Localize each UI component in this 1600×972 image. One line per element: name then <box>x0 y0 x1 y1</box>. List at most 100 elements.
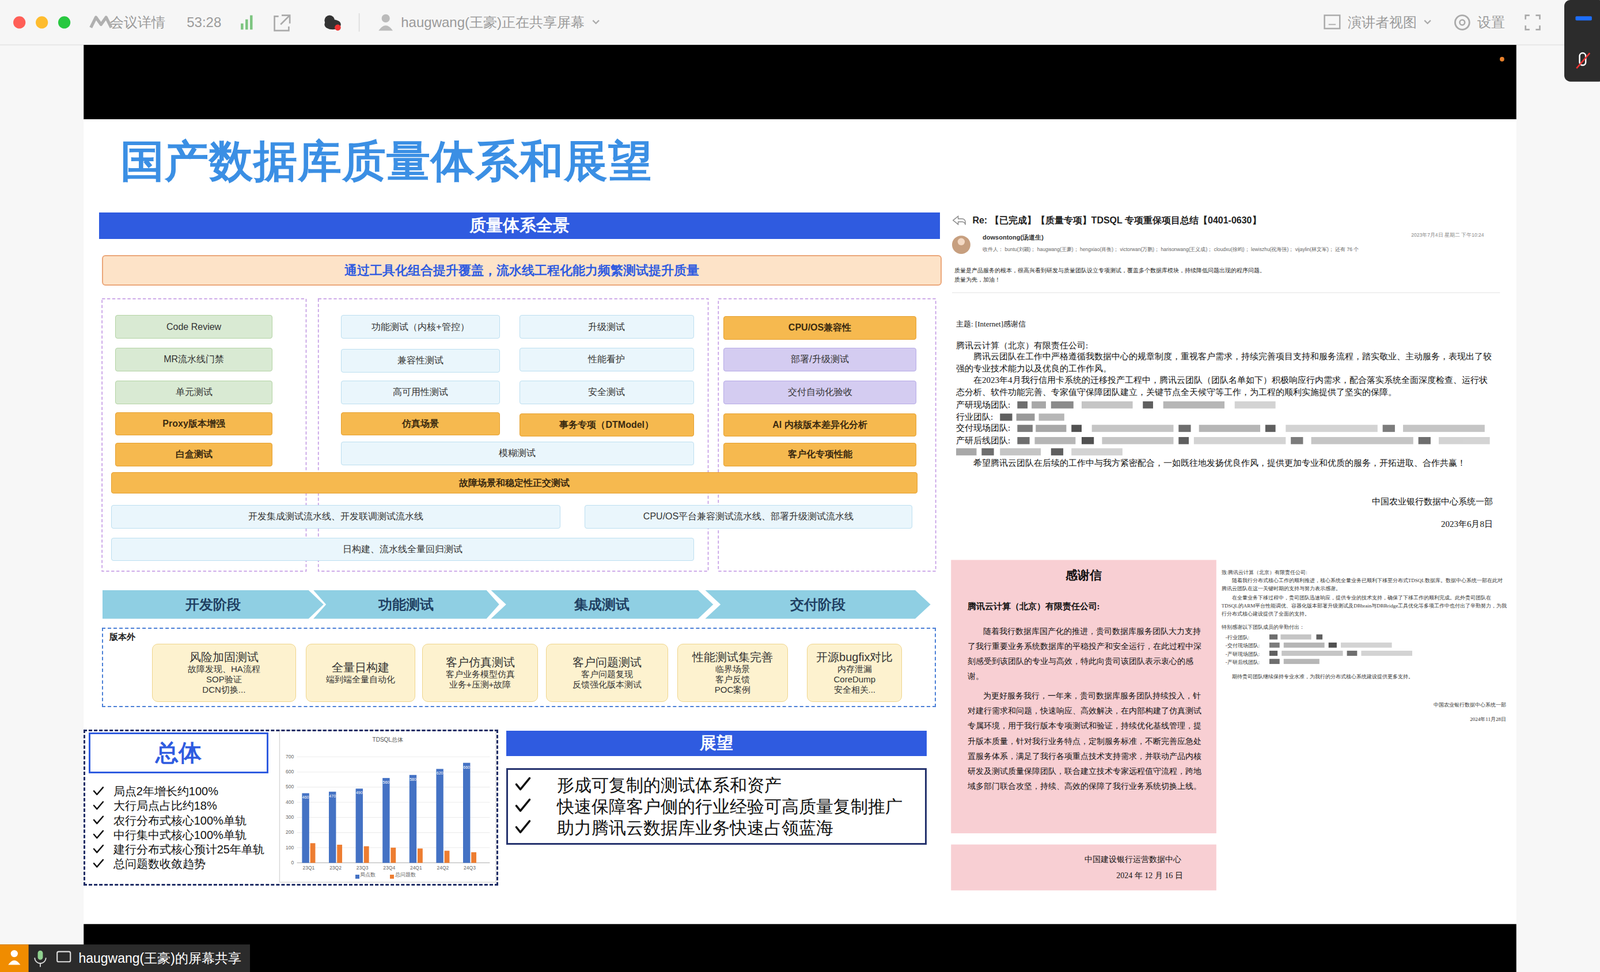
card-title: 性能测试集完善 <box>680 650 785 665</box>
blurred-names <box>1316 634 1323 640</box>
email-text: 腾讯云团队在工作中严格遵循我数据中心的规章制度，重视客户需求，持续完善项目支持和… <box>956 350 1492 375</box>
box-label: 白盒测试 <box>175 449 213 460</box>
axis-label: 0 <box>277 860 294 867</box>
card-body: 端到端全量自动化 <box>308 674 413 685</box>
bar-chart <box>435 768 443 863</box>
blurred-names <box>1178 425 1191 432</box>
bar-chart <box>471 852 477 863</box>
card-box: 全量日构建端到端全量自动化 <box>305 643 416 703</box>
blurred-names <box>1340 642 1393 648</box>
box-label: 高可用性测试 <box>392 387 449 398</box>
title-bar <box>1328 24 1336 26</box>
blurred-names <box>1438 437 1490 445</box>
box-label: 通过工具化组合提升覆盖，流水线工程化能力频繁测试提升质量 <box>344 263 700 278</box>
title-bar <box>58 16 71 29</box>
email-text: 交付现场团队: <box>956 422 1011 435</box>
letter-text: -行业团队: <box>1225 633 1250 642</box>
blurred-names <box>1017 401 1028 409</box>
title-bar <box>334 24 341 32</box>
side-widget <box>1564 0 1600 82</box>
bar-chart <box>444 850 450 863</box>
axis-label: 23Q2 <box>325 865 346 872</box>
stage-arrow: 交付阶段 <box>703 589 932 620</box>
blurred-names <box>1035 425 1067 432</box>
chart-title: TDSQL总体 <box>336 736 439 744</box>
axis-label: 23Q1 <box>298 865 319 872</box>
process-box: 高可用性测试 <box>340 380 500 405</box>
box-label: 仿真场景 <box>402 418 439 430</box>
title-bar <box>1459 20 1465 26</box>
box-label: 集成测试 <box>574 596 630 613</box>
card-body: 内存泄漏 CoreDump 安全相关... <box>809 664 900 696</box>
blurred-names <box>1031 401 1046 409</box>
blurred-names <box>1269 642 1280 648</box>
box-label: 展望 <box>699 733 734 753</box>
blurred-names <box>1017 425 1033 432</box>
bullet-text: 大行局点占比约18% <box>113 799 218 813</box>
card-body: 客户问题复现 反馈强化版本测试 <box>548 669 666 690</box>
title-bar <box>1324 15 1341 29</box>
letter-text: -产研后线团队: <box>1225 658 1261 667</box>
email-text: 收件人： buntu(刘颖)； haugwang(王豪)； hengxiao(肖… <box>982 247 1359 253</box>
blurred-names <box>1071 425 1082 432</box>
process-box: AI 内核版本差异化分析 <box>723 413 917 438</box>
letter-text: 为更好服务我行，一年来，贵司数据库服务团队持续投入，针对建行需求和问题，快速响应… <box>967 688 1205 795</box>
blurred-names <box>1071 448 1123 456</box>
chevron-shape <box>101 589 325 620</box>
email-text: 质量是产品服务的根本，很高兴看到研发与质量团队设立专项测试，覆盖多个数据库模块，… <box>954 267 1266 275</box>
legend-swatch <box>355 874 360 879</box>
bullet-text: 局点2年增长约100% <box>113 785 219 799</box>
box-label: 兼容性测试 <box>397 355 444 366</box>
email-decor <box>957 238 965 246</box>
bar-chart <box>417 848 423 864</box>
bar-chart <box>382 778 390 863</box>
box-label: 交付阶段 <box>790 596 846 613</box>
process-box: MR流水线门禁 <box>115 347 273 372</box>
box-label: 安全测试 <box>588 387 625 398</box>
email-text: 希望腾讯云团队在后续的工作中与我方紧密配合，一如既往地发扬优良作风，提供更加专业… <box>956 457 1492 470</box>
axis-label: 24Q1 <box>406 865 427 872</box>
card-body: 临界场景 客户反馈 POC案例 <box>680 664 785 696</box>
bar-chart <box>301 763 470 864</box>
title-bar <box>324 15 335 26</box>
check-mark <box>516 778 530 833</box>
bar-chart <box>390 847 396 863</box>
blurred-names <box>1092 425 1174 432</box>
letter-text: 2024年11月28日 <box>1302 715 1507 724</box>
outlook-item: 快速保障客户侧的行业经验可高质量复制推广 <box>556 797 903 818</box>
email-text: 2023年7月4日 星期二 下午10:24 <box>1411 232 1484 239</box>
video-frame <box>83 119 1516 925</box>
card-box: 客户仿真测试客户业务模型仿真 业务+压测+故障 <box>422 643 538 703</box>
process-box: 开发集成测试流水线、开发联调测试流水线 <box>111 505 561 529</box>
bar-value: 580 <box>406 777 419 783</box>
chevron-shape <box>703 589 932 620</box>
process-box: 性能看护 <box>519 347 695 372</box>
bar-chart <box>297 817 491 818</box>
process-box: 交付自动化验收 <box>723 380 917 405</box>
region-outline <box>101 298 936 572</box>
bar-chart <box>328 791 336 864</box>
blurred-names <box>1347 650 1358 657</box>
ui-label: haugwang(王豪)的屏幕共享 <box>78 950 241 966</box>
share-indicator <box>38 950 44 961</box>
side-widget <box>1575 16 1592 21</box>
box-label: 模糊测试 <box>498 448 536 459</box>
title-bar <box>378 25 393 31</box>
box-label: 故障场景和稳定性正交测试 <box>459 478 570 489</box>
box-label: 开发集成测试流水线、开发联调测试流水线 <box>248 511 424 522</box>
section-header: 质量体系全景 <box>99 212 940 240</box>
email-text: 主题: [Internet]感谢信 <box>956 320 1026 329</box>
process-box: 功能测试（内核+管控） <box>340 315 500 339</box>
box-label: AI 内核版本差异化分析 <box>772 419 867 431</box>
blurred-names <box>1142 401 1154 409</box>
box-label: 客户化专项性能 <box>787 449 853 460</box>
check-mark <box>93 787 104 795</box>
process-box: Proxy版本增强 <box>115 412 273 436</box>
card-box: 开源bugfix对比内存泄漏 CoreDump 安全相关... <box>806 643 902 703</box>
title-bar <box>0 0 1600 45</box>
check-mark <box>516 800 530 811</box>
process-box: 客户化专项性能 <box>723 442 917 467</box>
blurred-names <box>1163 401 1225 409</box>
share-indicator <box>0 944 250 972</box>
letter-text: 随着我行数据库国产化的推进，贵司数据库服务团队大力支持了我行重要业务系统数据库的… <box>967 624 1205 685</box>
